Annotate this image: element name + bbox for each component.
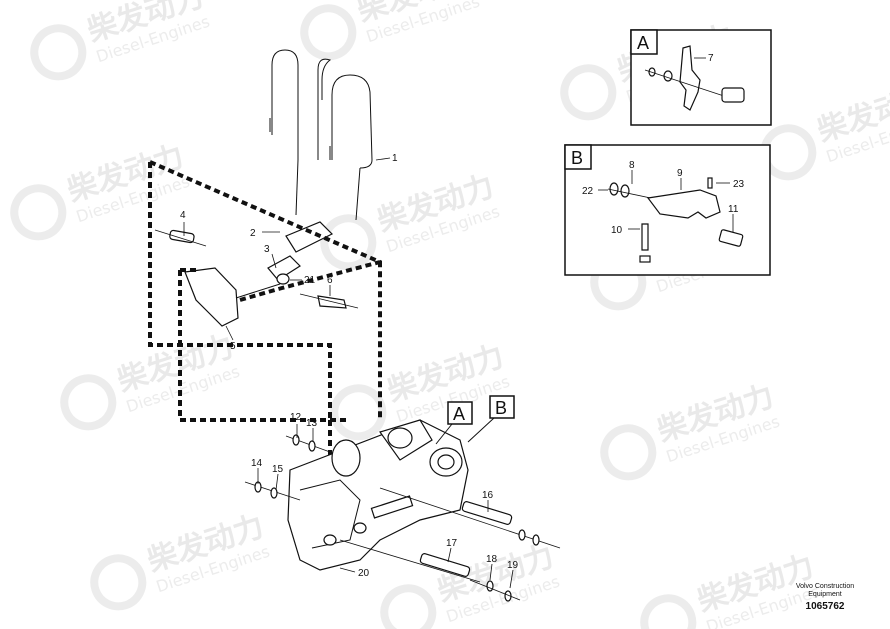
- label-7: 7: [708, 53, 714, 64]
- label-22: 22: [582, 186, 594, 197]
- watermark-logo-icon: [380, 584, 437, 629]
- label-16: 16: [482, 490, 494, 501]
- claw-part-5: [184, 267, 239, 327]
- label-3: 3: [264, 244, 270, 255]
- label-23: 23: [733, 179, 745, 190]
- label-9: 9: [677, 168, 683, 179]
- watermark-logo-icon: [60, 374, 117, 431]
- watermark-logo-icon: [300, 4, 357, 61]
- pin-16: [461, 501, 513, 525]
- pin-part: [718, 229, 744, 247]
- detail-box-b-letter: B: [571, 148, 583, 168]
- watermark-logo-icon: [560, 64, 617, 121]
- label-5: 5: [230, 341, 236, 352]
- label-10: 10: [611, 225, 623, 236]
- label-20: 20: [358, 568, 370, 579]
- part-labels: 1 2 3 4 5 6 21 12 13 14 15 16 17 18 19 2…: [180, 153, 519, 579]
- detail-box-b: B 8 9 22 23 10 11: [564, 144, 771, 276]
- handle-assembly: [154, 49, 373, 327]
- ring-21: [276, 273, 290, 285]
- spring-part: [641, 223, 649, 251]
- pins-16-17: [244, 434, 561, 602]
- callout-b-letter: B: [495, 398, 507, 418]
- label-2: 2: [250, 228, 256, 239]
- washer: [609, 182, 619, 196]
- watermark-logo-icon: [90, 554, 147, 611]
- credit-line1: Volvo Construction: [796, 583, 854, 590]
- leader-lines: [183, 157, 514, 589]
- label-13: 13: [306, 418, 318, 429]
- detail-box-a: A 7: [630, 29, 772, 126]
- credit-block: Volvo Construction Equipment 1065762: [796, 583, 854, 612]
- pin-part: [721, 87, 745, 103]
- watermark-logo-icon: [600, 424, 657, 481]
- label-1: 1: [392, 153, 398, 164]
- drawing-number: 1065762: [806, 601, 845, 612]
- detail-box-a-letter: A: [637, 33, 649, 53]
- watermark-logo-icon: [30, 24, 87, 81]
- washer: [663, 70, 673, 82]
- washer: [620, 184, 630, 198]
- spring-pin: [707, 177, 713, 189]
- lever-part: [679, 45, 701, 111]
- label-14: 14: [251, 458, 263, 469]
- credit-line2: Equipment: [808, 591, 842, 598]
- cylinder-rod: [267, 255, 301, 281]
- phantom-frame: [148, 160, 382, 470]
- label-19: 19: [507, 560, 519, 571]
- label-12: 12: [290, 412, 302, 423]
- latch-part: [646, 189, 721, 219]
- label-4: 4: [180, 210, 186, 221]
- callout-a: A: [435, 401, 473, 445]
- label-21: 21: [304, 275, 316, 286]
- spring-cap: [639, 255, 651, 263]
- cylinder-part: [285, 221, 334, 253]
- label-17: 17: [446, 538, 458, 549]
- coupler-body-20: [287, 419, 469, 571]
- label-6: 6: [327, 275, 333, 286]
- label-11: 11: [728, 204, 739, 215]
- watermark-logo-icon: [640, 594, 697, 629]
- label-8: 8: [629, 160, 635, 171]
- watermark-logo-icon: [320, 214, 377, 271]
- watermark-logo-icon: [10, 184, 67, 241]
- label-15: 15: [272, 464, 284, 475]
- pin-17: [419, 553, 471, 577]
- callout-a-letter: A: [453, 404, 465, 424]
- callout-b: B: [467, 395, 515, 443]
- label-18: 18: [486, 554, 498, 565]
